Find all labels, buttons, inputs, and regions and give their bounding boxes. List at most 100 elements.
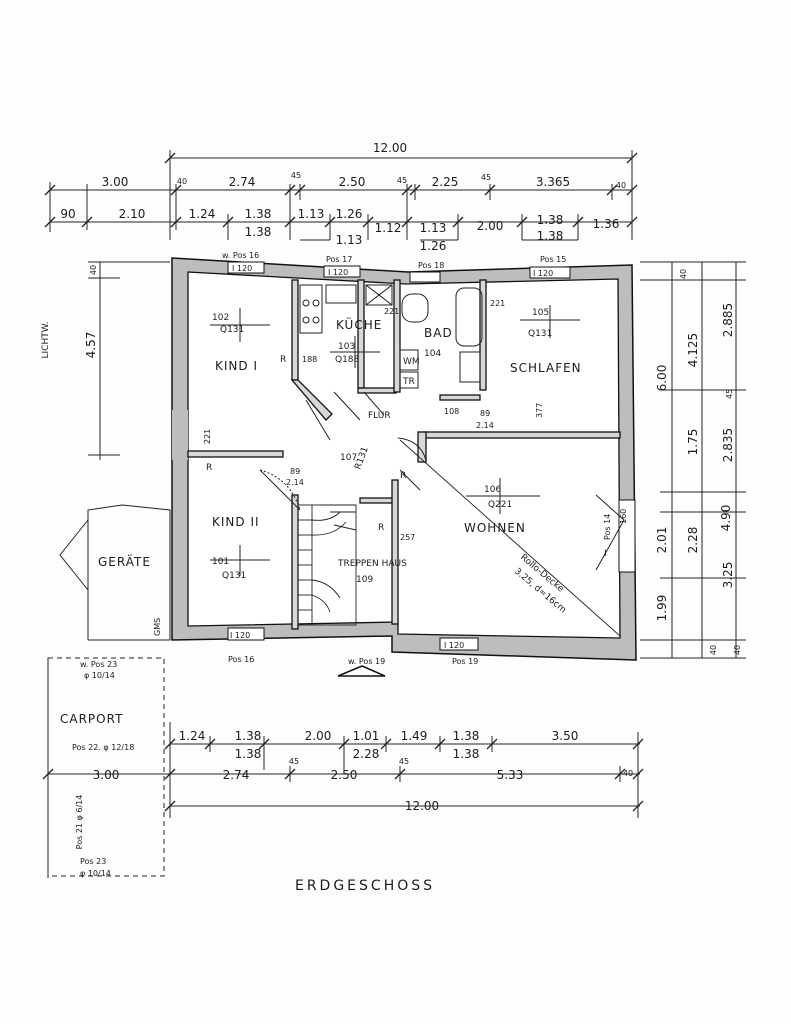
dim-bot-r1-0: 1.24 (179, 729, 206, 743)
dim-top-r3-0: 1.38 (245, 225, 272, 239)
ann-r-4: R (400, 471, 406, 481)
dim-right-199: 1.99 (655, 595, 669, 622)
dim-right-45: 45 (725, 389, 734, 399)
wohnen-code: 106 (484, 485, 501, 495)
ann-214-b: 2.14 (476, 421, 494, 430)
staircase (297, 504, 357, 626)
wc-icon (401, 293, 429, 323)
dim-total-top: 12.00 (373, 141, 407, 155)
fixtures (299, 284, 483, 389)
floor-title: ERDGESCHOSS (295, 878, 435, 894)
room-labels: 102 Q131 KIND I KÜCHE 103 Q188 BAD 104 W… (60, 308, 581, 726)
bad-name: BAD (424, 326, 453, 340)
dim-bot-r2-6: 40 (623, 769, 633, 778)
geraete-name: GERÄTE (98, 554, 151, 569)
label-wpos23: w. Pos 23 (80, 660, 117, 669)
kueche-name: KÜCHE (336, 316, 382, 332)
dim-top-r2-10: 1.36 (593, 217, 620, 231)
dim-total-bottom: 12.00 (405, 799, 439, 813)
stove-burner-icon (302, 299, 310, 307)
dim-bot-r1b-0: 1.38 (235, 747, 262, 761)
label-pos19-bottom: Pos 19 (452, 657, 478, 666)
dim-bot-r1b-2: 1.38 (453, 747, 480, 761)
label-i120-bottom2: I 120 (444, 641, 464, 650)
kueche-code: 103 (338, 342, 355, 352)
dim-top-r2-4: 1.13 (298, 207, 325, 221)
dim-right-2885: 2.885 (721, 303, 735, 337)
ann-r-3: R (378, 523, 384, 533)
flur-code: 107 (340, 453, 357, 463)
ann-r-1: R (280, 355, 286, 365)
dim-top-r1-6: 2.25 (432, 175, 459, 189)
ann-108: 108 (444, 407, 459, 416)
kind2-area: Q131 (222, 571, 246, 581)
ann-221-a: 221 (490, 299, 505, 308)
dim-top-r2-1: 2.10 (119, 207, 146, 221)
dim-right-40-b: 40 (733, 645, 742, 655)
label-gms: GMS (153, 618, 162, 636)
treppenhaus-name: TREPPEN HAUS (337, 559, 407, 569)
bottom-dimension-ticks (42, 738, 644, 812)
label-phi-bottom: φ 10/14 (80, 869, 111, 878)
label-phi-top: φ 10/14 (84, 671, 115, 680)
bad-tr: TR (402, 377, 415, 387)
dim-bot-r2-4: 45 (399, 757, 409, 766)
dim-left-457: 4.57 (84, 332, 98, 359)
dim-right-40-top: 40 (679, 269, 688, 279)
dim-right-40-bottom: 40 (709, 645, 718, 655)
label-pos14: Pos 14 (603, 514, 612, 540)
dim-top-r2-6: 1.12 (375, 221, 402, 235)
right-dimension-lines (640, 261, 746, 659)
dim-bot-r2-2: 45 (289, 757, 299, 766)
dim-top-r1-4: 2.50 (339, 175, 366, 189)
kind2-name: KIND II (212, 515, 260, 529)
beam-labels: w. Pos 16 Pos 17 Pos 18 Pos 15 I 120 I 1… (153, 251, 612, 666)
dim-bot-r1-5: 1.38 (453, 729, 480, 743)
door-swings (259, 391, 625, 571)
dim-top-r3-1: 1.13 (336, 233, 363, 247)
interior-walls (187, 279, 621, 630)
label-pos15: Pos 15 (540, 255, 566, 264)
schlafen-area: Q131 (528, 329, 552, 339)
right-dimension-texts: 40 6.00 4.90 40 4.125 1.75 2.01 1.99 2.8… (655, 269, 742, 655)
shower-icon (459, 351, 481, 383)
span-arrows (210, 305, 580, 576)
dim-bot-r2-0: 3.00 (93, 768, 120, 782)
ann-377: 377 (535, 403, 544, 418)
dim-top-r2-8: 2.00 (477, 219, 504, 233)
dim-right-2835: 2.835 (721, 428, 735, 462)
dim-top-r2-2: 1.24 (189, 207, 216, 221)
treppenhaus-code: 109 (356, 575, 373, 585)
label-pos21: Pos 21 φ 6/14 (75, 795, 84, 850)
kind1-code: 102 (212, 313, 229, 323)
dim-top-r3-2: 1.26 (420, 239, 447, 253)
left-dimension-lines (88, 261, 170, 460)
kueche-area: Q188 (335, 355, 360, 365)
ann-s1: I (604, 549, 607, 559)
ann-188: 188 (302, 355, 317, 364)
dim-right-490: 4.90 (719, 505, 733, 532)
dim-top-r2-5: 1.26 (336, 207, 363, 221)
dim-bot-r1-1: 1.38 (235, 729, 262, 743)
dim-right-175: 1.75 (686, 429, 700, 456)
wohnen-area: Q221 (488, 500, 512, 510)
label-wpos16: w. Pos 16 (222, 251, 259, 260)
label-pos22: Pos 22. φ 12/18 (72, 743, 134, 752)
carport-name: CARPORT (60, 712, 123, 726)
dim-top-r1-0: 3.00 (102, 175, 129, 189)
bottom-dimension-texts: 1.24 1.38 2.00 1.01 1.49 1.38 3.50 1.38 … (93, 729, 633, 813)
left-dimension-texts: 4.57 40 LICHTW. (41, 265, 98, 359)
schlafen-code: 105 (532, 308, 549, 318)
dim-bot-r1-4: 1.49 (401, 729, 428, 743)
dim-bot-r2-3: 2.50 (331, 768, 358, 782)
top-dimension-texts: 12.00 3.00 40 2.74 45 2.50 45 2.25 45 3.… (60, 141, 626, 253)
label-i120-top2: I 120 (328, 268, 348, 277)
bathtub-icon (455, 287, 483, 347)
label-pos23-bottom: Pos 23 (80, 857, 106, 866)
ann-214-a: 2.14 (286, 478, 304, 487)
ceiling-slab-line (399, 439, 621, 637)
top-dimension-ticks (44, 152, 638, 228)
dim-top-r1-2: 2.74 (229, 175, 256, 189)
